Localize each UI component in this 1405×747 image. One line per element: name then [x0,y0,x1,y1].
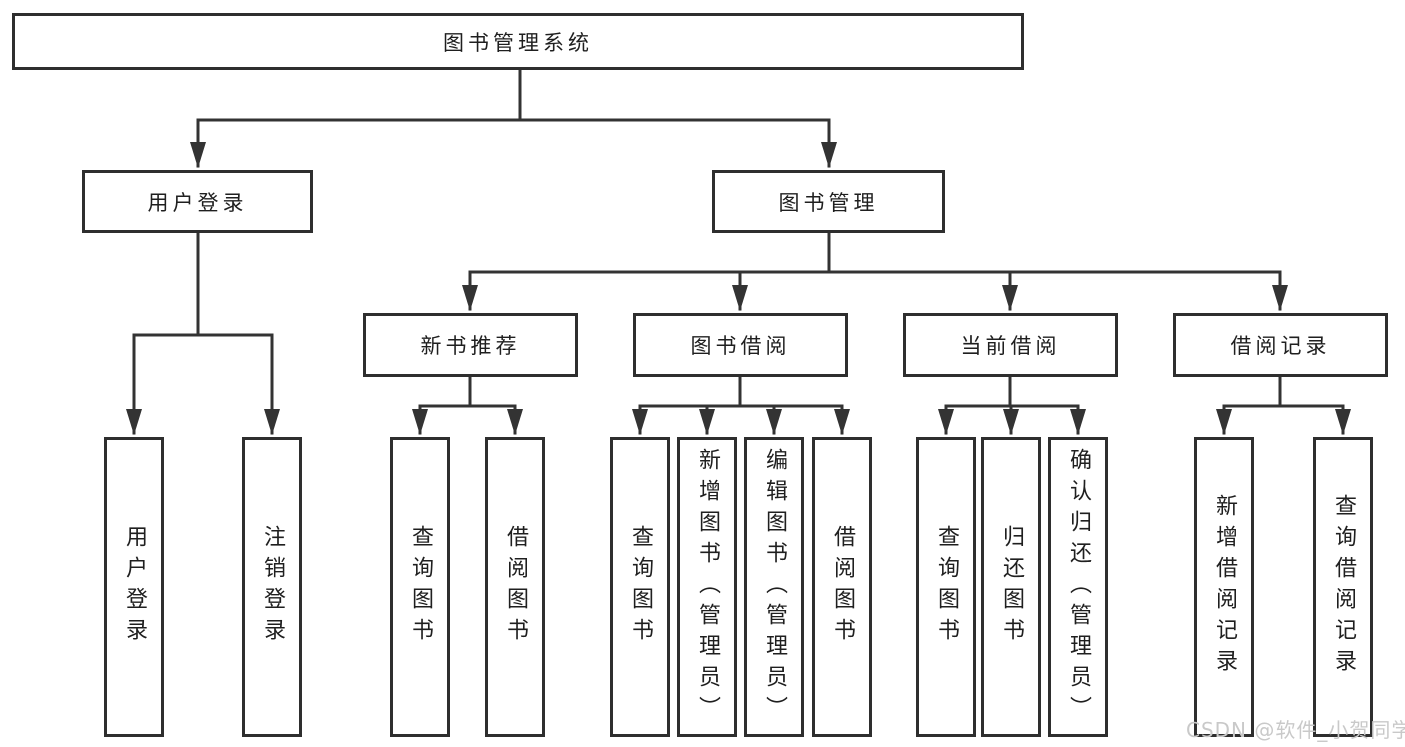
leaf-label: 注销登录 [260,525,285,649]
leaf-recommend-borrow-books: 借阅图书 [485,437,545,737]
leaf-logout: 注销登录 [242,437,302,737]
leaf-label: 编辑图书（管理员） [762,447,787,727]
leaf-label: 新增借阅记录 [1212,494,1237,680]
leaf-current-query-books: 查询图书 [916,437,976,737]
node-label: 图书管理系统 [443,30,593,55]
node-label: 当前借阅 [960,334,1061,358]
leaf-label: 确认归还（管理员） [1066,447,1091,727]
leaf-current-return-books: 归还图书 [981,437,1041,737]
node-label: 用户登录 [147,190,248,215]
node-book-management: 图书管理 [712,170,945,233]
leaf-user-login: 用户登录 [104,437,164,737]
node-new-book-recommend: 新书推荐 [363,313,578,377]
node-borrow-record: 借阅记录 [1173,313,1388,377]
node-label: 图书借阅 [690,334,791,358]
leaf-label: 归还图书 [999,525,1024,649]
node-current-borrow: 当前借阅 [903,313,1118,377]
leaf-label: 借阅图书 [503,525,528,649]
csdn-watermark: CSDN @软件_小贺同学 [1186,718,1405,742]
node-label: 新书推荐 [420,334,521,358]
leaf-borrow-borrow-books: 借阅图书 [812,437,872,737]
leaf-label: 用户登录 [122,525,147,649]
node-user-login: 用户登录 [82,170,313,233]
leaf-record-add-borrow-record: 新增借阅记录 [1194,437,1254,737]
node-book-borrow: 图书借阅 [633,313,848,377]
leaf-borrow-query-books: 查询图书 [610,437,670,737]
leaf-label: 借阅图书 [830,525,855,649]
leaf-label: 查询图书 [628,525,653,649]
leaf-borrow-edit-books-admin: 编辑图书（管理员） [744,437,804,737]
leaf-current-confirm-return-admin: 确认归还（管理员） [1048,437,1108,737]
node-label: 借阅记录 [1230,334,1331,358]
leaf-borrow-add-books-admin: 新增图书（管理员） [677,437,737,737]
leaf-recommend-query-books: 查询图书 [390,437,450,737]
leaf-label: 查询图书 [408,525,433,649]
leaf-label: 查询图书 [934,525,959,649]
leaf-label: 查询借阅记录 [1331,494,1356,680]
node-label: 图书管理 [778,190,879,215]
leaf-label: 新增图书（管理员） [695,447,720,727]
leaf-record-query-borrow-record: 查询借阅记录 [1313,437,1373,737]
node-library-management-system: 图书管理系统 [12,13,1024,70]
